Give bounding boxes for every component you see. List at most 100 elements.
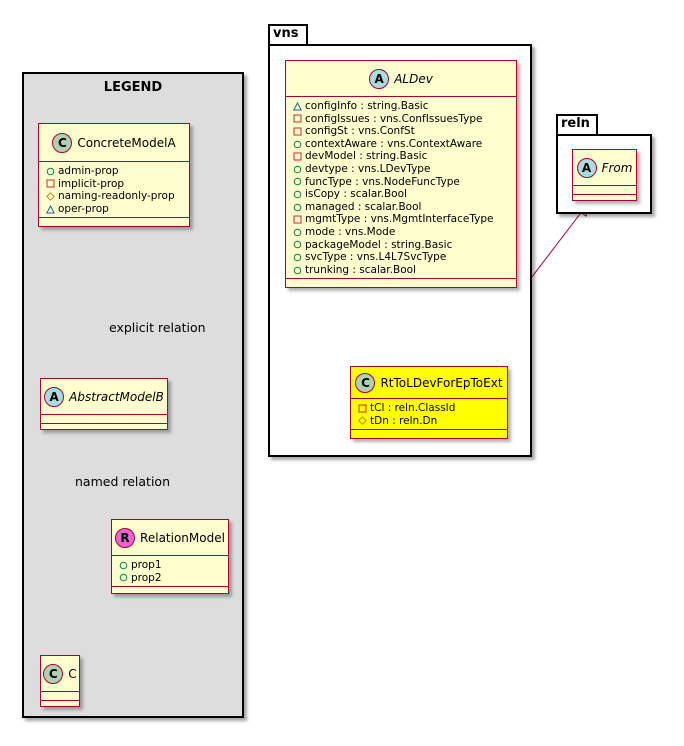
explicit-relation-label: explicit relation [109,320,206,335]
attribute-row: configIssues : vns.ConfIssuesType [292,113,516,126]
attribute-row: contextAware : vns.ContextAware [292,138,516,151]
class-name: RtToLDevForEpToExt [380,375,503,390]
protected-visibility-icon [45,192,55,201]
class-name: RelationModel [140,530,225,545]
legend-title: LEGEND [103,80,163,95]
class-header: A AbstractModelB [41,379,167,415]
private-visibility-icon [357,404,367,413]
attribute-row: trunking : scalar.Bool [292,264,516,277]
class-header: C C [41,656,79,692]
class-header: C RtToLDevForEpToExt [351,367,507,399]
attribute-row: implicit-prop [45,178,189,191]
private-visibility-icon [292,127,302,136]
class-name: AbstractModelB [69,389,164,404]
attribute-row: prop1 [118,559,228,572]
attribute-text: configInfo : string.Basic [305,100,429,112]
attribute-text: mode : vns.Mode [305,225,396,238]
class-name: ALDev [394,71,433,86]
attribute-row: packageModel : string.Basic [292,239,516,252]
attribute-text: implicit-prop [58,177,125,190]
package-visibility-icon [292,101,302,111]
public-visibility-icon [292,253,302,262]
public-visibility-icon [292,240,302,249]
attribute-text: funcType : vns.NodeFuncType [305,175,460,188]
attribute-row: devModel : string.Basic [292,150,516,163]
attribute-text: devModel : string.Basic [305,150,428,163]
attribute-row: tCl : reln.ClassId [357,402,507,415]
attribute-text: admin-prop [58,165,119,177]
attribute-row: configInfo : string.Basic [292,100,516,113]
attribute-row: mgmtType : vns.MgmtInterfaceType [292,213,516,226]
attribute-row: configSt : vns.ConfSt [292,125,516,138]
named-relation-label: named relation [75,474,170,489]
private-visibility-icon [292,215,302,224]
attribute-text: packageModel : string.Basic [305,238,453,251]
class-name: ConcreteModelA [77,135,176,150]
attribute-row: prop2 [118,572,228,585]
private-visibility-icon [45,179,55,188]
package-visibility-icon [45,204,55,214]
attribute-row: managed : scalar.Bool [292,201,516,214]
public-visibility-icon [292,190,302,199]
attribute-text: oper-prop [58,202,109,215]
attribute-row: tDn : reln.Dn [357,415,507,428]
from-class[interactable]: A From [572,149,637,201]
attribute-text: managed : scalar.Bool [305,200,422,213]
class-name: From [601,160,633,175]
attribute-row: mode : vns.Mode [292,226,516,239]
attribute-text: devtype : vns.LDevType [305,162,431,175]
public-visibility-icon [45,167,55,176]
class-c-icon: C [43,663,64,684]
class-header: C ConcreteModelA [39,124,189,162]
abstract-a-icon: A [576,157,597,178]
attribute-text: configSt : vns.ConfSt [305,125,415,138]
attribute-text: isCopy : scalar.Bool [305,188,407,201]
private-visibility-icon [292,152,302,161]
abstract-a-icon: A [44,386,65,407]
abstract-model-class[interactable]: A AbstractModelB [40,378,168,430]
public-visibility-icon [118,561,128,570]
public-visibility-icon [292,228,302,237]
class-c-icon: C [355,372,376,393]
attribute-text: trunking : scalar.Bool [305,263,416,276]
attribute-text: prop2 [131,571,162,584]
public-visibility-icon [292,177,302,186]
public-visibility-icon [292,165,302,174]
public-visibility-icon [292,140,302,149]
public-visibility-icon [292,203,302,212]
protected-visibility-icon [357,416,367,426]
abstract-a-icon: A [369,68,390,89]
attribute-text: prop1 [131,559,162,571]
private-visibility-icon [292,114,302,123]
attribute-text: tDn : reln.Dn [370,414,438,427]
class-name: C [68,666,77,681]
attribute-text: tCl : reln.ClassId [370,402,456,414]
public-visibility-icon [292,266,302,275]
attribute-text: mgmtType : vns.MgmtInterfaceType [305,213,494,226]
attribute-row: funcType : vns.NodeFuncType [292,176,516,189]
class-header: A ALDev [286,61,516,97]
reln-package-tab: reln [556,114,598,136]
attribute-row: isCopy : scalar.Bool [292,188,516,201]
c-class[interactable]: C C [40,655,80,707]
class-c-icon: C [52,132,73,153]
attribute-row: oper-prop [45,203,189,216]
attribute-row: svcType : vns.L4L7SvcType [292,251,516,264]
attribute-row: naming-readonly-prop [45,190,189,203]
public-visibility-icon [118,573,128,582]
vns-package-tab: vns [268,24,308,46]
attribute-row: devtype : vns.LDevType [292,163,516,176]
attribute-text: naming-readonly-prop [58,190,175,203]
attribute-text: contextAware : vns.ContextAware [305,137,483,150]
relation-r-icon: R [115,527,136,548]
attribute-row: admin-prop [45,165,189,178]
attribute-text: svcType : vns.L4L7SvcType [305,251,447,264]
